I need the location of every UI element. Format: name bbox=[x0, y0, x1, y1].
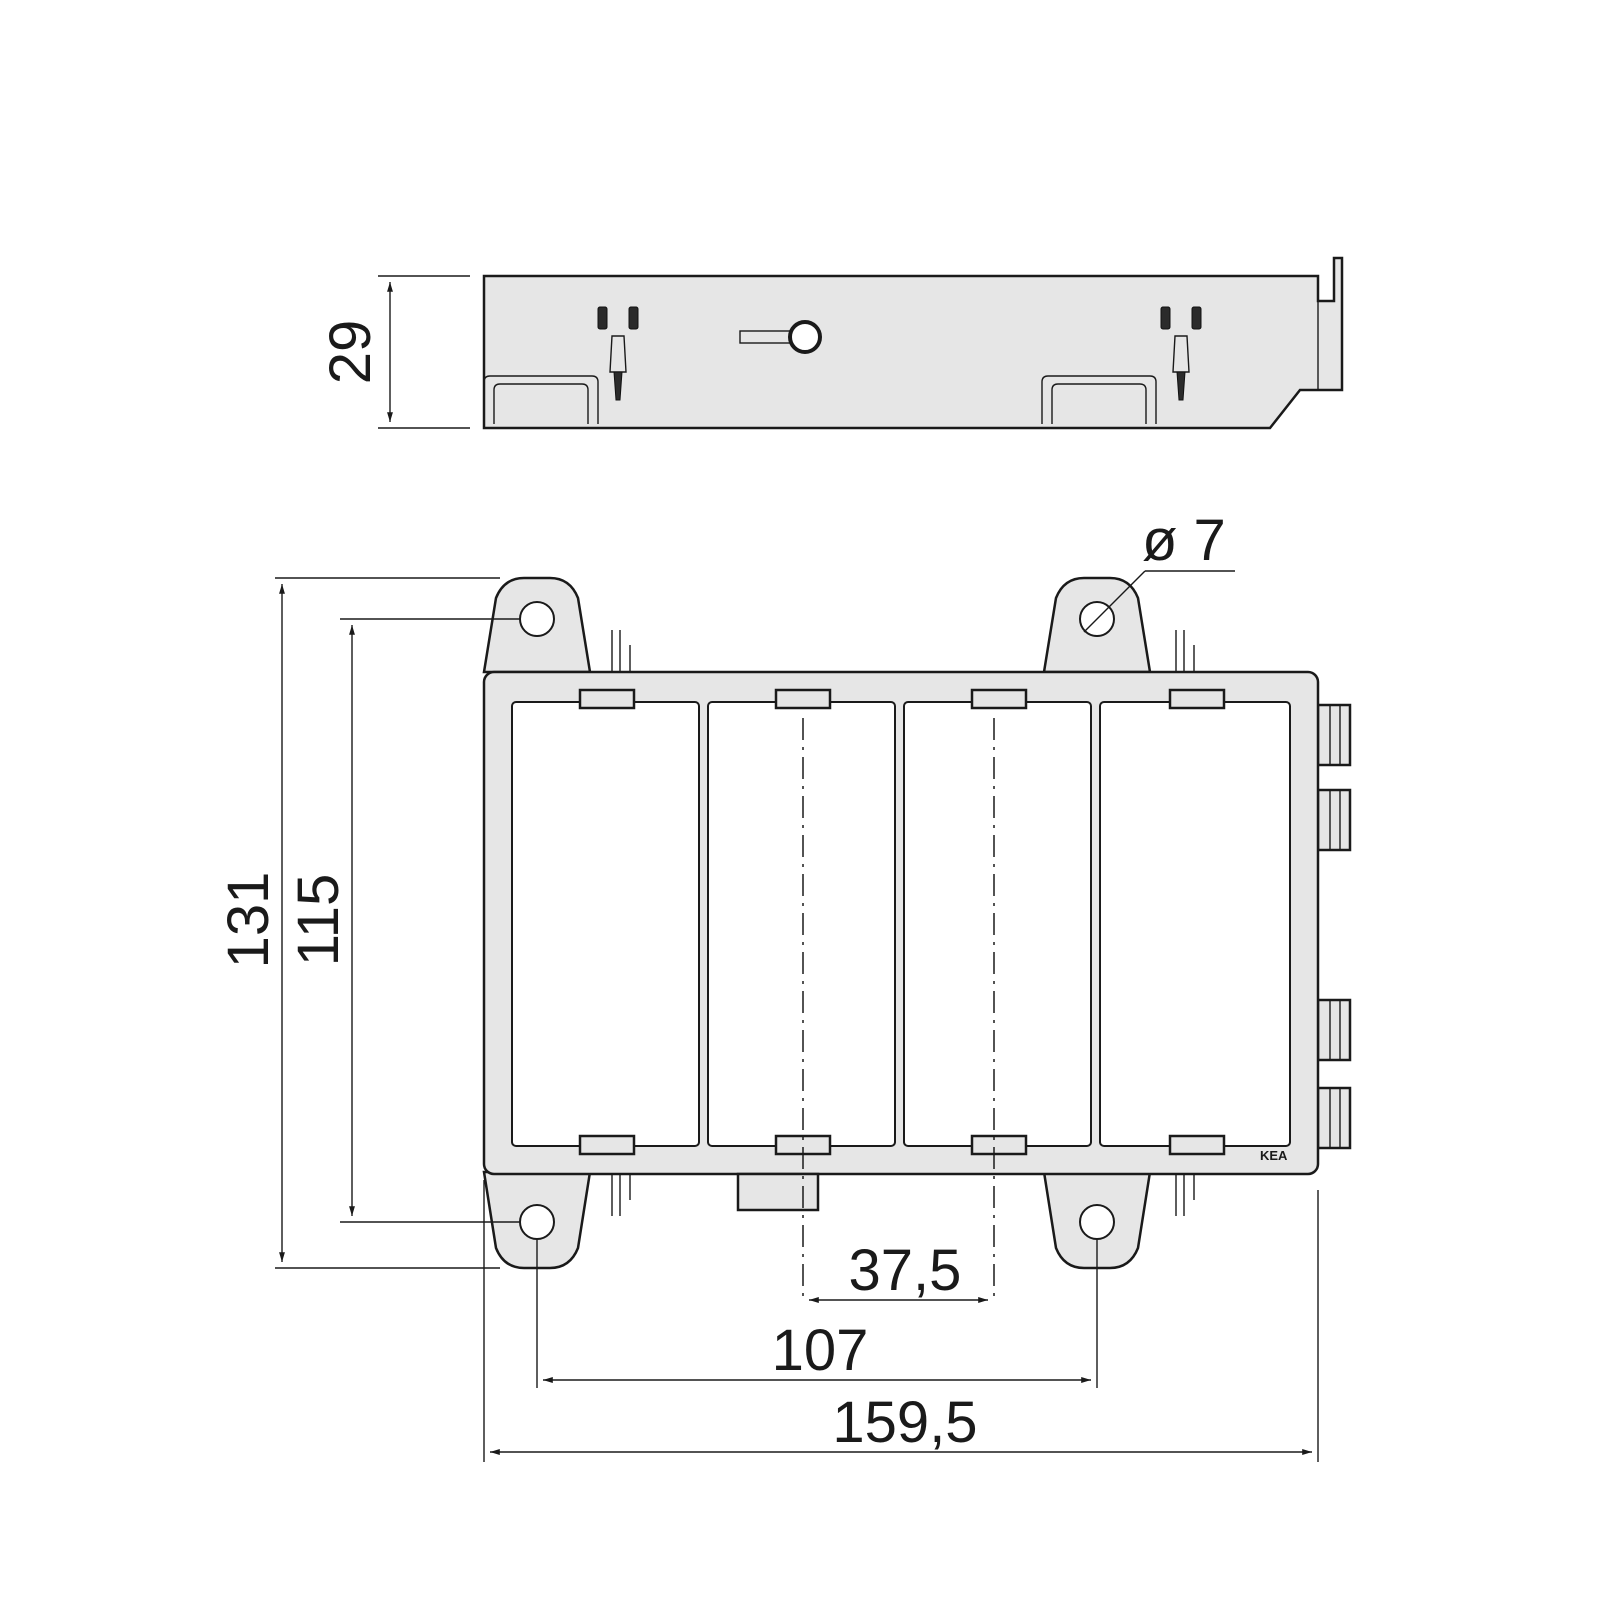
side-slot-right bbox=[1041, 375, 1157, 424]
dim-diameter-label: ø 7 bbox=[1142, 508, 1226, 573]
mounting-hole-top-left bbox=[519, 601, 555, 637]
side-view: 29 bbox=[318, 256, 1344, 430]
dim-107-label: 107 bbox=[772, 1318, 869, 1383]
dim-159-5-label: 159,5 bbox=[832, 1390, 977, 1455]
side-view-body bbox=[482, 256, 1344, 430]
module-opening-4 bbox=[1099, 701, 1291, 1147]
dim-131-label: 131 bbox=[216, 872, 281, 969]
side-keyhole bbox=[739, 320, 822, 354]
mounting-hole-bottom-right bbox=[1079, 1204, 1115, 1240]
dia-leader bbox=[1083, 570, 1146, 633]
dim-37-5-label: 37,5 bbox=[849, 1238, 962, 1303]
module-clips bbox=[578, 688, 1226, 1156]
dim-115-label: 115 bbox=[286, 874, 351, 966]
mounting-hole-bottom-left bbox=[519, 1204, 555, 1240]
side-clip-left bbox=[597, 306, 639, 401]
dim-29-label: 29 bbox=[318, 320, 383, 385]
module-opening-2 bbox=[707, 701, 896, 1147]
brand-mark: KEA bbox=[1260, 1148, 1288, 1163]
module-opening-1 bbox=[511, 701, 700, 1147]
bottom-tab bbox=[736, 1172, 820, 1212]
side-slot-left bbox=[483, 375, 599, 424]
right-connectors bbox=[1316, 703, 1352, 1150]
module-opening-3 bbox=[903, 701, 1092, 1147]
side-clip-right bbox=[1160, 306, 1202, 401]
front-view: KEA ø 7 131 115 37,5 107 159,5 bbox=[216, 508, 1352, 1462]
frame-pins bbox=[611, 630, 1195, 1216]
